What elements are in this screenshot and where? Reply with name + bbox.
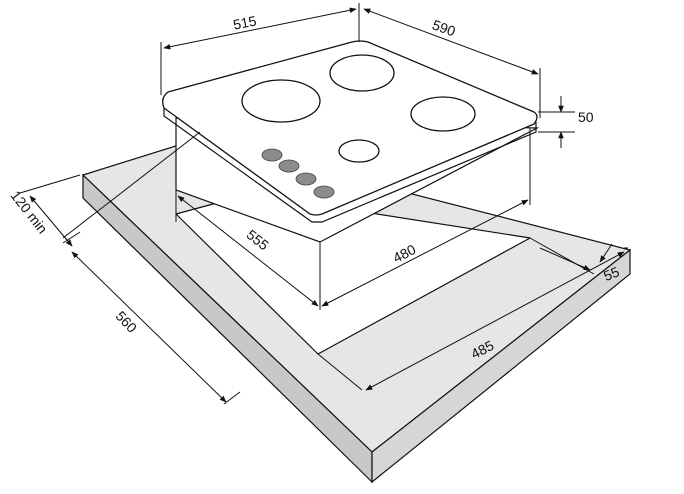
burner-rear-left bbox=[241, 79, 321, 123]
label-side-clearance: 120 min bbox=[8, 187, 51, 236]
label-front-margin: 55 bbox=[601, 263, 622, 284]
dimension-lines bbox=[19, 3, 628, 405]
label-counter-depth: 560 bbox=[113, 308, 141, 336]
knob-4 bbox=[313, 185, 335, 199]
label-height-hob: 50 bbox=[578, 109, 594, 125]
knob-1 bbox=[261, 148, 283, 162]
burner-front-small bbox=[338, 139, 380, 163]
burner-rear-right bbox=[329, 54, 395, 92]
burner-front-right bbox=[410, 96, 476, 132]
label-depth-hob: 590 bbox=[430, 16, 458, 39]
knob-2 bbox=[278, 159, 300, 173]
knob-3 bbox=[295, 172, 317, 186]
label-width-hob: 515 bbox=[232, 13, 258, 33]
